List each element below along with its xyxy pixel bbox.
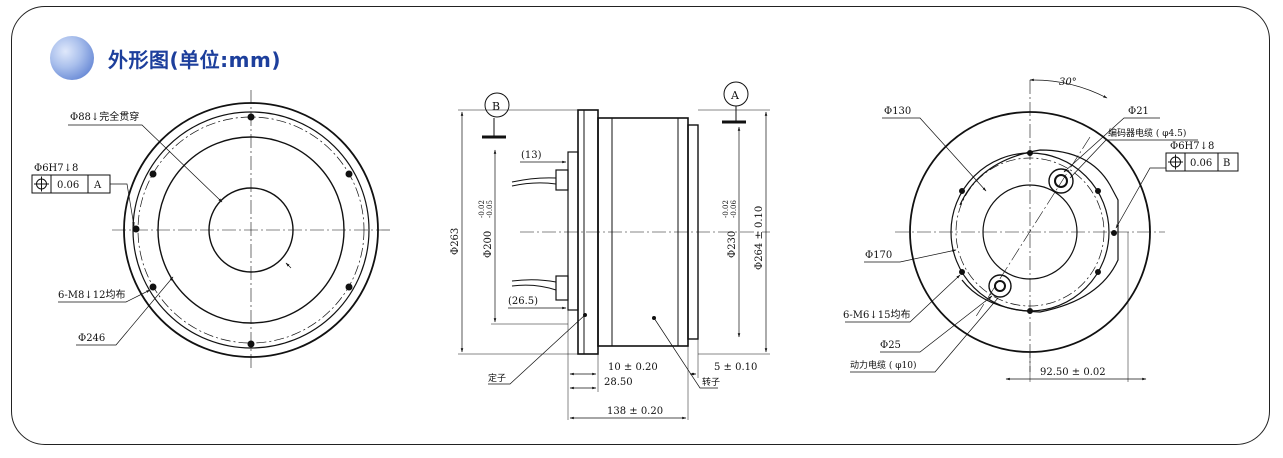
label-pin-hole: Φ6H7↓8 — [34, 163, 78, 174]
rear-view — [845, 78, 1239, 382]
side-view-labels: B A (13) (26.5) Φ263 Φ200 -0.02 -0.05 Φ2… — [450, 89, 765, 417]
label-offset: 92.50 ± 0.02 — [1040, 367, 1106, 378]
label-len-10: 10 ± 0.20 — [608, 362, 658, 373]
leader-thru-hole — [68, 124, 223, 203]
label-tol-230-lower: -0.06 — [730, 200, 738, 218]
tolerance-frame — [1165, 152, 1239, 172]
label-thread: 6-M8↓12均布 — [58, 289, 125, 301]
label-tol-230-upper: -0.02 — [722, 200, 730, 218]
label-datum: B — [1223, 158, 1230, 169]
label-tol-200-lower: -0.05 — [486, 200, 494, 218]
leader-pin — [1115, 167, 1166, 229]
bolt-hole — [1095, 269, 1101, 275]
label-dia-25: Φ25 — [880, 340, 901, 351]
power-cable-gland-core — [994, 280, 1006, 292]
pin-hole — [132, 225, 140, 233]
label-tol-200-upper: -0.02 — [478, 200, 486, 218]
rear-housing — [959, 149, 1119, 313]
leader-encoder — [1069, 139, 1198, 179]
label-dia-263: Φ263 — [450, 228, 461, 255]
label-len-5: 5 ± 0.10 — [714, 362, 757, 373]
leader-dot — [583, 313, 587, 317]
bolt-hole — [959, 188, 965, 194]
bolt-hole — [345, 170, 353, 178]
bolt-hole — [1095, 188, 1101, 194]
tolerance-frame — [31, 174, 111, 194]
side-view — [458, 81, 770, 420]
label-dia-170: Φ170 — [865, 250, 892, 261]
front-view-labels: Φ88↓完全贯穿 Φ6H7↓8 0.06 A 6-M8↓12均布 Φ246 — [34, 110, 139, 344]
label-tolerance: 0.06 — [57, 180, 79, 191]
label-bolt-circle: Φ246 — [78, 333, 105, 344]
leader-bore-2 — [285, 262, 292, 269]
leader-pin — [110, 183, 135, 227]
front-view — [31, 90, 392, 370]
power-cable-gland — [988, 274, 1012, 298]
bolt-hole — [1027, 308, 1033, 314]
connector-plate — [567, 151, 579, 311]
bolt-hole — [247, 340, 255, 348]
label-angle: 30° — [1059, 77, 1077, 88]
datum-b-bubble — [484, 92, 510, 118]
leader-rotor — [653, 317, 718, 389]
label-thru-hole: Φ88↓完全贯穿 — [70, 110, 139, 123]
label-power-cable: 动力电缆 ( φ10) — [850, 359, 917, 371]
rear-diagonal — [974, 136, 1091, 319]
angle-arc — [1029, 78, 1108, 99]
leader-stator — [488, 314, 586, 385]
leader-dia-130 — [882, 117, 987, 192]
section-header: 外形图(单位:mm) — [50, 36, 281, 80]
leader-dia-21 — [1063, 117, 1160, 173]
cable-top — [511, 177, 557, 187]
bolt-hole — [247, 113, 255, 121]
label-pin-hole: Φ6H7↓8 — [1170, 141, 1214, 152]
label-len-138: 138 ± 0.20 — [607, 406, 663, 417]
bolt-hole — [1027, 150, 1033, 156]
bolt-hole — [345, 283, 353, 291]
encoder-cable-gland — [1048, 168, 1074, 194]
label-datum-b: B — [492, 100, 500, 113]
datum-a-bubble — [723, 81, 749, 107]
label-datum: A — [93, 180, 102, 191]
label-datum-a: A — [730, 89, 740, 102]
label-dim-13: (13) — [521, 150, 542, 161]
label-dia-200: Φ200 — [483, 231, 494, 258]
cable-gland-top — [555, 169, 569, 191]
pin-hole — [1111, 230, 1117, 236]
label-dia-21: Φ21 — [1128, 106, 1149, 117]
bolt-hole — [959, 269, 965, 275]
label-stator: 定子 — [488, 372, 506, 384]
leader-power — [850, 297, 999, 373]
label-dim-26-5: (26.5) — [508, 296, 538, 307]
leader-thread — [58, 289, 151, 303]
rear-view-labels: 30° Φ130 Φ21 编码器电缆 ( φ4.5) Φ6H7↓8 0.06 B… — [843, 77, 1230, 378]
label-rotor: 转子 — [702, 376, 720, 388]
bolt-hole — [149, 170, 157, 178]
label-dia-264: Φ264 ± 0.10 — [754, 206, 765, 270]
label-tolerance: 0.06 — [1190, 158, 1212, 169]
cable-bottom — [511, 279, 557, 291]
encoder-cable-gland-core — [1054, 174, 1068, 188]
bolt-hole — [149, 283, 157, 291]
leader-thread — [845, 274, 961, 323]
leader-bolt-circle — [76, 276, 174, 346]
bullet-icon — [50, 36, 94, 80]
label-dia-130: Φ130 — [884, 106, 911, 117]
label-len-28-5: 28.50 — [604, 377, 633, 388]
section-title: 外形图(单位:mm) — [108, 47, 281, 72]
drawing-frame — [11, 6, 1270, 445]
label-encoder-cable: 编码器电缆 ( φ4.5) — [1108, 127, 1186, 139]
cable-gland-bottom — [555, 275, 569, 301]
label-thread: 6-M6↓15均布 — [843, 309, 910, 321]
leader-dot — [652, 316, 656, 320]
leader-dia-25 — [880, 295, 993, 353]
label-dia-230: Φ230 — [727, 231, 738, 258]
leader-dia-170 — [864, 249, 957, 263]
